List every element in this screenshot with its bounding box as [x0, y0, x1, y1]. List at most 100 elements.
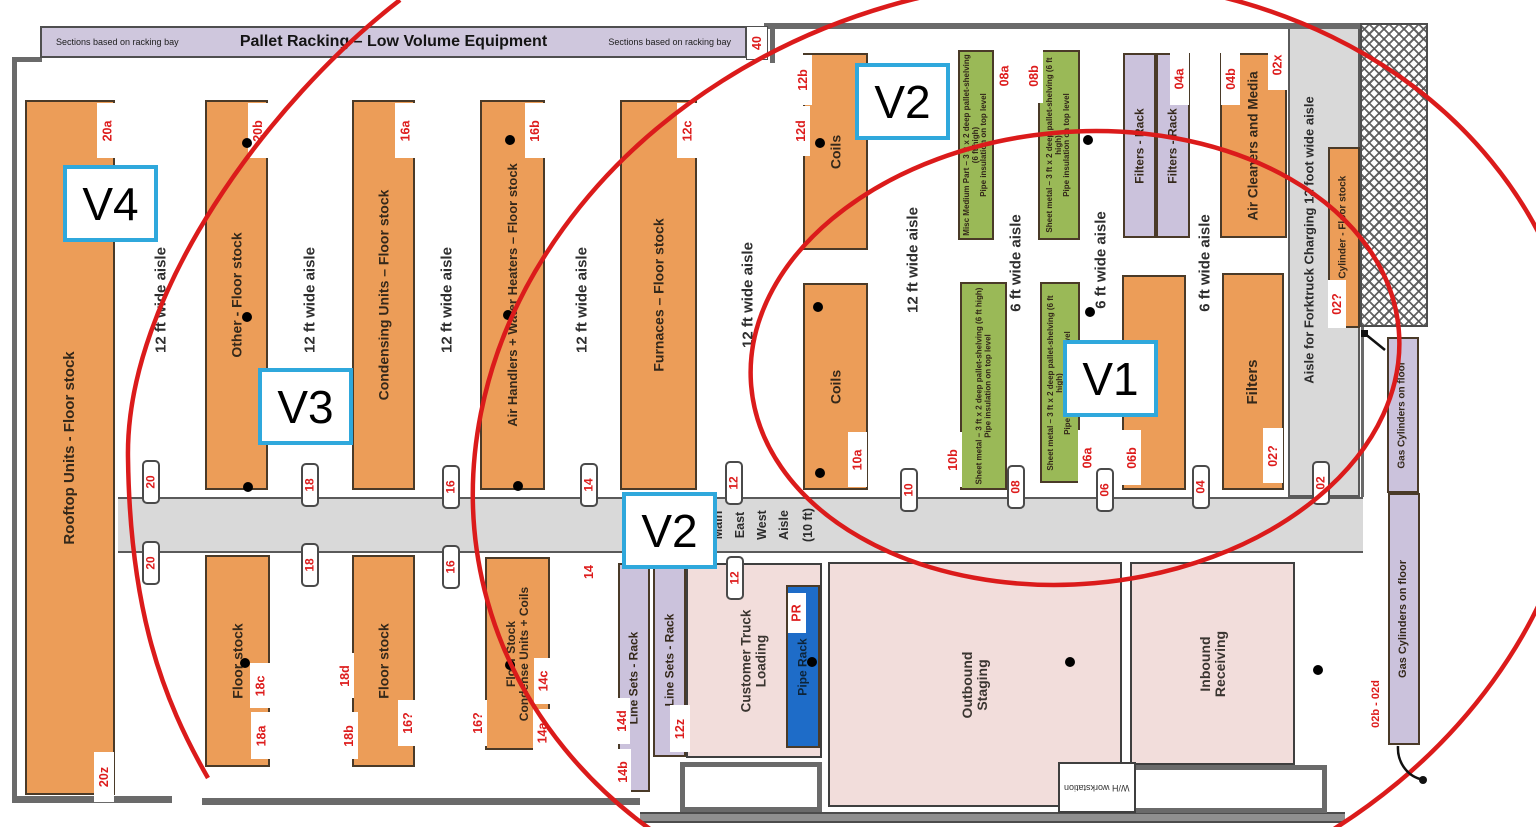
aisle-number-16: 16 [442, 545, 460, 589]
aisle-width-label: 6 ft wide aisle [1007, 214, 1025, 312]
bay-label-text: 14 [582, 564, 596, 579]
bay-label-text: 14a [535, 722, 550, 744]
rack-floor-stock-3-label: Floor Stock Condense Units + Coils [503, 586, 531, 721]
bay-label-text: 16a [398, 120, 413, 141]
bay-label-16: 16? [398, 700, 417, 746]
column-dot [815, 468, 825, 478]
bay-label-text: 18b [342, 724, 357, 747]
column-dot [505, 135, 515, 145]
rack-floor-stock-2-label: Floor stock [374, 623, 391, 699]
bay-label-10b: 10b [943, 432, 962, 487]
aisle-number-16: 16 [442, 465, 460, 509]
rack-sheet-metal-upper-label: Sheet metal – 3 ft x 2 deep pallet-shelv… [1045, 57, 1072, 233]
rack-filters-rack-1: Filters - Rack [1123, 53, 1156, 238]
main-aisle-word: West [755, 510, 769, 540]
zone-label-v2: V2 [855, 63, 950, 140]
rack-other-label: Other - Floor stock [227, 232, 244, 358]
door-swing-bottom-right [1396, 745, 1421, 781]
rack-furnaces: Furnaces – Floor stock [620, 100, 697, 490]
column-dot [1083, 135, 1093, 145]
bay-label-text: 10b [945, 448, 960, 471]
wall-top-left-stub [12, 57, 42, 62]
area-inbound-receiving-label: Inbound Receiving [1196, 630, 1228, 697]
column-dot [815, 138, 825, 148]
column-dot [503, 310, 513, 320]
bay-label-text: 14d [614, 710, 629, 732]
aisle-number-02: 02 [1312, 461, 1330, 505]
aisle-number-14: 14 [580, 463, 598, 507]
bay-label-18c: 18c [250, 663, 270, 708]
bay-label-06a: 06a [1078, 430, 1097, 485]
column-dot [505, 660, 515, 670]
bay-label-text: 18c [253, 675, 268, 696]
rack-sheet-metal-upper: Sheet metal – 3 ft x 2 deep pallet-shelv… [1038, 50, 1080, 240]
column-dot [1065, 657, 1075, 667]
aisle-number-text: 14 [581, 478, 596, 492]
rack-condensing-units-label: Condensing Units – Floor stock [374, 189, 391, 401]
aisle-width-label: 12 ft wide aisle [301, 247, 319, 353]
bay-label-text: 02x [1270, 54, 1285, 76]
aisle-number-18: 18 [301, 543, 319, 587]
column-dot [243, 482, 253, 492]
aisle-number-text: 08 [1008, 480, 1023, 494]
bay-label-04a: 04a [1170, 53, 1189, 105]
bay-label-text: 18d [338, 664, 353, 687]
rack-filters-label: Filters [1243, 359, 1261, 405]
rack-air-handlers-label: Air Handlers + Water Heaters – Floor sto… [504, 163, 520, 427]
zone-label-v4: V4 [63, 165, 158, 242]
crosshatch-zone [1360, 23, 1428, 327]
aisle-width-label: 12 ft wide aisle [438, 247, 456, 353]
bay-label-text: 18a [254, 725, 269, 746]
bay-label-14c: 14c [534, 658, 553, 704]
bay-label-08b: 08b [1025, 48, 1043, 103]
column-dot [813, 302, 823, 312]
bay-label-14d: 14d [613, 698, 630, 744]
rack-gas-cylinders-floor-upper: Gas Cylinders on floor [1387, 337, 1419, 493]
main-aisle-word: Aisle [777, 510, 791, 540]
bay-label-text: 16b [528, 119, 543, 142]
bay-label-18b: 18b [340, 712, 358, 759]
bay-label-02b02d: 02b - 02d [1367, 650, 1385, 758]
wall-forktruck-right [1361, 327, 1364, 497]
bay-label-text: 12z [673, 718, 687, 739]
column-dot [807, 657, 817, 667]
bay-label-text: 16? [400, 712, 415, 734]
area-inbound-receiving: Inbound Receiving [1130, 562, 1295, 765]
column-dot [240, 658, 250, 668]
bay-label-14b: 14b [614, 749, 631, 794]
aisle-number-10: 10 [900, 468, 918, 512]
bay-label-text: 12c [680, 120, 695, 141]
dock-door-customer [680, 762, 822, 812]
bay-label-02: 02? [1328, 280, 1346, 328]
bay-label-20b: 20b [248, 103, 268, 158]
bay-label-12c: 12c [677, 103, 697, 158]
rack-air-handlers: Air Handlers + Water Heaters – Floor sto… [480, 100, 545, 490]
area-customer-truck-loading-label: Customer Truck Loading [738, 609, 768, 712]
aisle-number-08: 08 [1007, 465, 1025, 509]
bay-label-text: 12d [794, 120, 809, 142]
column-dot [1313, 665, 1323, 675]
bay-label-12b: 12b [794, 55, 812, 105]
aisle-number-04: 04 [1192, 465, 1210, 509]
door-swing-top-right [1363, 332, 1386, 351]
aisle-number-text: 18 [302, 478, 317, 492]
aisle-number-text: 12 [726, 476, 741, 490]
aisle-width-label: 12 ft wide aisle [573, 247, 591, 353]
bay-label-12d: 12d [792, 106, 810, 156]
bay-label-text: 02b - 02d [1370, 680, 1382, 728]
wall-bottom-b [202, 798, 640, 805]
bay-label-14: 14 [580, 553, 598, 590]
aisle-number-12: 12 [726, 556, 744, 600]
bay-label-text: 02? [1266, 444, 1281, 467]
column-dot [1085, 307, 1095, 317]
rack-coils-lower-label: Coils [826, 369, 843, 404]
door-swing-dot [1419, 776, 1427, 784]
aisle-width-label: 6 ft wide aisle [1196, 214, 1214, 312]
rack-filters-rack-1-label: Filters - Rack [1132, 107, 1147, 184]
banner-left-note: Sections based on racking bay [56, 37, 179, 47]
bay-label-20a: 20a [97, 103, 117, 158]
forktruck-aisle-label: Aisle for Forktruck Charging 12 foot wid… [1301, 96, 1317, 384]
bay-label-text: 06b [1124, 446, 1139, 469]
banner: Sections based on racking bay Pallet Rac… [40, 26, 747, 58]
aisle-number-text: 12 [727, 571, 742, 585]
